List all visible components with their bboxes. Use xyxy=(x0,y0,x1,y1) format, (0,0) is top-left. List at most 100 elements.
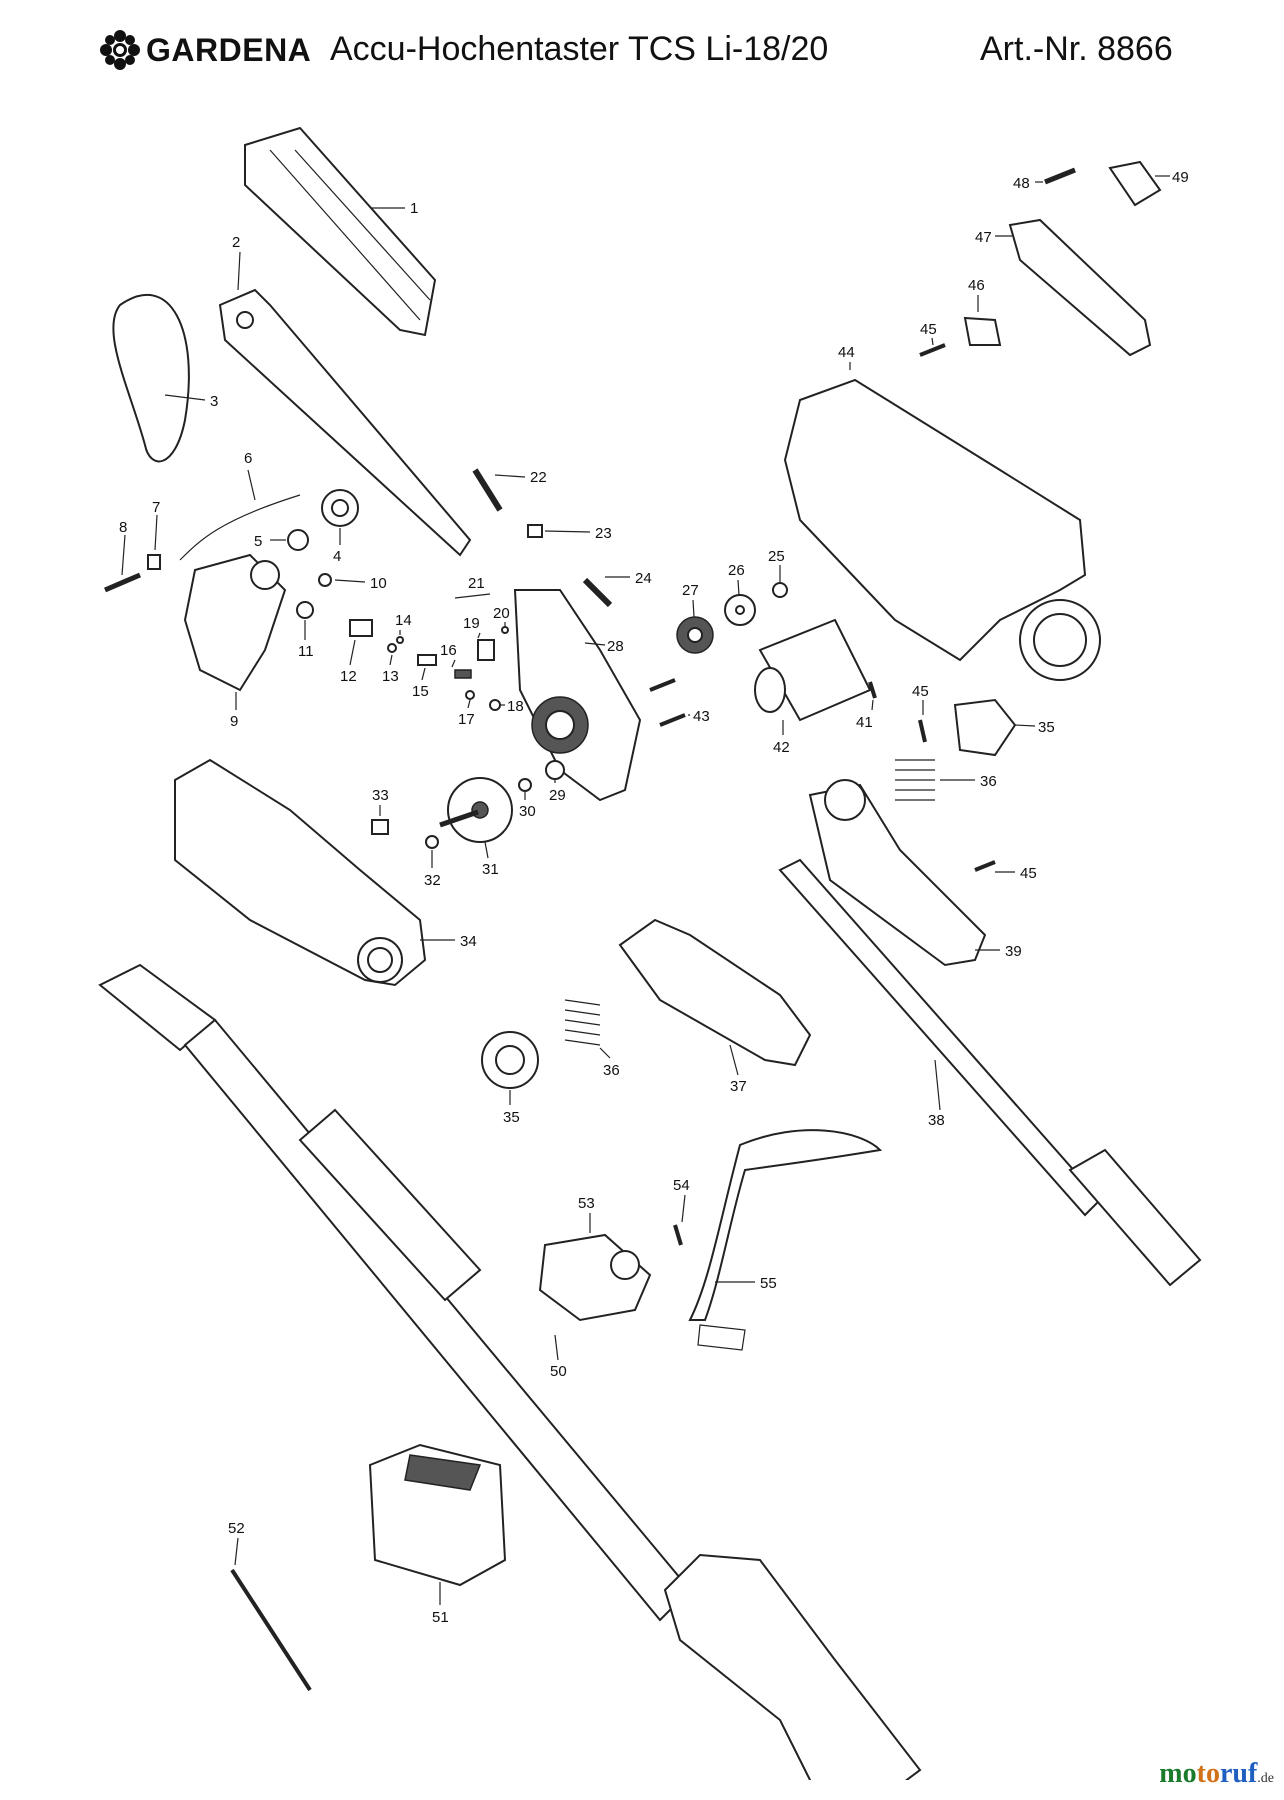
part-22-bolt: 22 xyxy=(472,468,547,512)
part-15-spring: 15 xyxy=(412,654,437,700)
part-18-plug: 18 xyxy=(489,698,524,715)
part-label: 32 xyxy=(424,872,441,889)
part-label: 35 xyxy=(1038,719,1055,736)
part-label: 24 xyxy=(635,570,652,587)
part-label: 41 xyxy=(856,714,873,731)
part-label: 35 xyxy=(503,1109,520,1126)
part-label: 46 xyxy=(968,277,985,294)
part-52-tool: 52 xyxy=(228,1520,312,1692)
part-25-clip: 25 xyxy=(768,548,788,598)
part-44-main-housing: 44 xyxy=(783,344,1101,681)
watermark-part: to xyxy=(1196,1758,1220,1789)
part-label: 39 xyxy=(1005,943,1022,960)
part-32-washer: 32 xyxy=(424,835,441,889)
part-label: 12 xyxy=(340,668,357,685)
part-36-spring: 36 xyxy=(564,999,620,1079)
part-label: 47 xyxy=(975,229,992,246)
part-38-upper-tube: 38 xyxy=(778,858,1202,1287)
part-55-shoulder-strap: 55 xyxy=(688,1129,883,1351)
motoruf-watermark: motoruf.de xyxy=(1159,1758,1274,1790)
part-label: 36 xyxy=(603,1062,620,1079)
part-30-washer: 30 xyxy=(518,778,536,820)
part-1-chain-cover: 1 xyxy=(244,126,437,337)
part-label: 11 xyxy=(298,643,314,660)
part-45-screw-c: 45 xyxy=(974,860,1037,882)
part-label: 16 xyxy=(440,642,457,659)
part-27-gear: 27 xyxy=(676,582,714,654)
part-label: 52 xyxy=(228,1520,245,1537)
part-26-washer: 26 xyxy=(724,562,756,626)
part-label: 10 xyxy=(370,575,387,592)
part-34-housing-half: 34 xyxy=(174,758,477,987)
part-label: 2 xyxy=(232,234,240,251)
part-label: 37 xyxy=(730,1078,747,1095)
part-16-spring: 16 xyxy=(440,642,472,679)
part-label: 53 xyxy=(578,1195,595,1212)
part-8-screw: 8 xyxy=(104,519,141,593)
header: GARDENA Accu-Hochentaster TCS Li-18/20 A… xyxy=(0,0,1284,110)
part-label: 7 xyxy=(152,499,160,516)
part-45-screw-b: 45 xyxy=(912,683,929,743)
part-label: 49 xyxy=(1172,169,1189,186)
drive-gear xyxy=(531,696,589,754)
part-label: 4 xyxy=(333,548,341,565)
gardena-flower-icon xyxy=(100,30,140,70)
part-label: 20 xyxy=(493,605,510,622)
part-label: 18 xyxy=(507,698,524,715)
part-label: 21 xyxy=(468,575,485,592)
part-label: 22 xyxy=(530,469,547,486)
watermark-suffix: .de xyxy=(1257,1771,1274,1786)
watermark-part: mo xyxy=(1159,1758,1197,1789)
part-5-ring: 5 xyxy=(254,529,309,551)
part-label: 19 xyxy=(463,615,480,632)
watermark-part: ruf xyxy=(1219,1758,1258,1789)
part-2-guide-bar: 2 xyxy=(218,234,472,557)
part-37-coupling-sleeve: 37 xyxy=(618,918,812,1095)
page-title: Accu-Hochentaster TCS Li-18/20 xyxy=(330,30,829,68)
part-39-clamp: 39 xyxy=(808,779,1022,967)
part-label: 23 xyxy=(595,525,612,542)
part-label: 9 xyxy=(230,713,238,730)
part-label: 38 xyxy=(928,1112,945,1129)
part-label: 50 xyxy=(550,1363,567,1380)
part-12-fitting: 12 xyxy=(340,619,373,685)
part-20-screw: 20 xyxy=(493,605,510,634)
part-label: 15 xyxy=(412,683,429,700)
part-label: 25 xyxy=(768,548,785,565)
part-50-lower-tube: 50 xyxy=(98,963,922,1780)
part-24-pin: 24 xyxy=(582,570,652,608)
part-label: 42 xyxy=(773,739,790,756)
part-53-strap-ring: 53 xyxy=(538,1195,652,1322)
part-14-valve: 14 xyxy=(395,612,412,644)
part-label: 43 xyxy=(693,708,710,725)
part-label: 29 xyxy=(549,787,566,804)
part-19-tension-knob: 19 xyxy=(463,615,495,661)
part-label: 48 xyxy=(1013,175,1030,192)
part-label: 45 xyxy=(920,321,937,338)
part-35-lock-knob-upper: 35 xyxy=(953,698,1055,757)
part-label: 3 xyxy=(210,393,218,410)
part-label: 14 xyxy=(395,612,412,629)
part-31-gear: 31 xyxy=(439,777,513,878)
part-36-spring-upper: 36 xyxy=(895,759,997,801)
part-21-clip: 21 xyxy=(454,575,491,599)
part-label: 8 xyxy=(119,519,127,536)
part-label: 44 xyxy=(838,344,855,361)
part-label: 34 xyxy=(460,933,477,950)
part-label: 26 xyxy=(728,562,745,579)
part-4-sprocket: 4 xyxy=(321,489,359,565)
part-17-ball: 17 xyxy=(458,690,475,728)
part-11-bushing: 11 xyxy=(296,601,314,660)
part-label: 1 xyxy=(410,200,418,217)
part-47-cover: 47 xyxy=(975,218,1152,357)
part-49-clip: 49 xyxy=(1108,160,1189,207)
part-label: 30 xyxy=(519,803,536,820)
part-29-bushing: 29 xyxy=(545,760,566,804)
part-23-nut: 23 xyxy=(527,524,612,542)
part-45-screw-a: 45 xyxy=(919,321,946,357)
part-label: 45 xyxy=(1020,865,1037,882)
part-9-pump-housing: 9 xyxy=(183,553,287,730)
part-label: 27 xyxy=(682,582,699,599)
part-label: 28 xyxy=(607,638,624,655)
part-10-pin: 10 xyxy=(318,573,387,592)
